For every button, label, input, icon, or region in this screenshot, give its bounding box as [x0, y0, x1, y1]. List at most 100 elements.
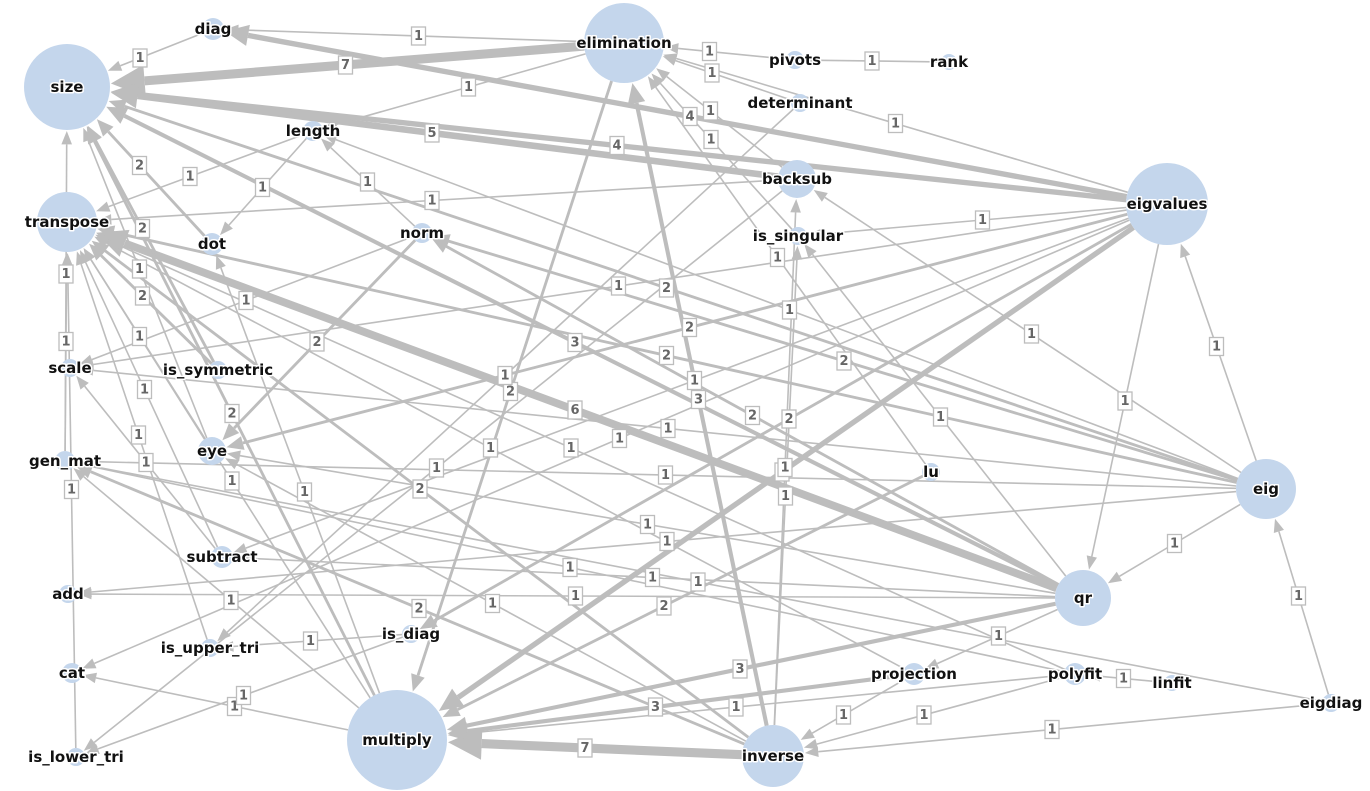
node-circle[interactable]: [209, 361, 227, 379]
node-label: rank: [930, 53, 969, 71]
node-circle[interactable]: [791, 94, 809, 112]
node-circle[interactable]: [347, 690, 447, 790]
node-circle[interactable]: [211, 546, 233, 568]
node-projection[interactable]: projection: [870, 663, 958, 685]
edge-weight-label: 1: [701, 41, 718, 62]
node-polyfit[interactable]: polyfit: [1046, 663, 1104, 685]
node-is_singular[interactable]: is_singular: [751, 226, 845, 247]
node-circle[interactable]: [402, 625, 420, 643]
node-circle[interactable]: [584, 3, 664, 83]
node-is_symmetric[interactable]: is_symmetric: [161, 360, 274, 381]
node-label: diag: [195, 20, 232, 38]
edge-line: [220, 267, 381, 694]
node-linfit[interactable]: linfit: [1151, 673, 1193, 694]
node-transpose[interactable]: transpose: [23, 192, 111, 252]
node-circle[interactable]: [198, 437, 226, 465]
node-determinant[interactable]: determinant: [746, 93, 854, 114]
edge-weight-box: [781, 300, 798, 320]
arrowhead: [323, 119, 338, 130]
arrowhead: [225, 458, 240, 470]
node-eigvalues[interactable]: eigvalues: [1125, 163, 1209, 245]
edge-eig-to-size: [108, 99, 1239, 481]
node-is_diag[interactable]: is_diag: [380, 624, 441, 645]
node-circle[interactable]: [201, 233, 223, 255]
edge-weight-box: [562, 557, 578, 578]
node-circle[interactable]: [201, 639, 219, 657]
node-circle[interactable]: [412, 223, 432, 243]
node-circle[interactable]: [1055, 570, 1111, 626]
edge-weight-box: [658, 278, 675, 298]
node-circle[interactable]: [37, 192, 97, 252]
node-circle[interactable]: [903, 663, 925, 685]
node-backsub[interactable]: backsub: [760, 160, 834, 198]
node-circle[interactable]: [303, 121, 323, 141]
arrowhead: [800, 728, 815, 740]
node-diag[interactable]: diag: [193, 18, 233, 40]
node-circle[interactable]: [786, 51, 804, 69]
node-circle[interactable]: [1126, 163, 1208, 245]
node-circle[interactable]: [742, 725, 804, 787]
edge-weight-text: 1: [363, 175, 372, 190]
node-label: projection: [871, 665, 957, 683]
node-eig[interactable]: eig: [1236, 459, 1296, 519]
node-eigdiag[interactable]: eigdiag: [1298, 693, 1364, 714]
arrowhead: [79, 359, 94, 370]
edge-eig-to-norm: [432, 234, 1238, 482]
arrowhead: [447, 728, 462, 739]
node-norm[interactable]: norm: [398, 223, 445, 244]
arrowhead: [804, 746, 819, 757]
edge-eigvalues-to-scale: [79, 209, 1127, 370]
edge-weight-text: 1: [978, 213, 987, 228]
node-size[interactable]: size: [24, 44, 110, 130]
node-pivots[interactable]: pivots: [767, 50, 822, 71]
node-circle[interactable]: [941, 54, 957, 70]
node-eye[interactable]: eye: [195, 437, 229, 465]
node-circle[interactable]: [1064, 663, 1086, 685]
node-circle[interactable]: [1322, 694, 1340, 712]
node-qr[interactable]: qr: [1055, 570, 1111, 626]
node-is_upper_tri[interactable]: is_upper_tri: [159, 638, 261, 659]
node-circle[interactable]: [1236, 459, 1296, 519]
edge-weight-label: 1: [58, 331, 74, 352]
node-dot[interactable]: dot: [196, 233, 228, 255]
edge-weight-label: 3: [690, 389, 707, 410]
node-circle[interactable]: [1164, 675, 1180, 691]
node-scale[interactable]: scale: [47, 358, 93, 379]
node-subtract[interactable]: subtract: [185, 546, 259, 568]
edge-weight-box: [134, 218, 151, 239]
edge-weight-text: 1: [1170, 537, 1179, 552]
edge-weight-box: [644, 567, 661, 588]
node-inverse[interactable]: inverse: [740, 725, 806, 787]
node-circle[interactable]: [24, 44, 110, 130]
node-is_lower_tri[interactable]: is_lower_tri: [27, 747, 126, 768]
node-elimination[interactable]: elimination: [575, 3, 673, 83]
node-circle[interactable]: [59, 585, 77, 603]
arrowhead: [83, 738, 98, 751]
edge-weight-text: 1: [226, 594, 235, 609]
edge-weight-label: 4: [609, 135, 625, 156]
edge-weight-text: 1: [134, 428, 143, 443]
node-circle[interactable]: [55, 451, 75, 471]
node-add[interactable]: add: [51, 584, 86, 605]
node-circle[interactable]: [202, 18, 224, 40]
edge-elimination-to-multiply: [411, 80, 613, 692]
edge-line: [107, 130, 206, 237]
edge-line: [461, 674, 1065, 735]
node-multiply[interactable]: multiply: [347, 690, 447, 790]
node-circle[interactable]: [61, 359, 79, 377]
node-cat[interactable]: cat: [57, 663, 86, 684]
node-circle[interactable]: [922, 463, 940, 481]
node-length[interactable]: length: [284, 121, 342, 142]
node-circle[interactable]: [778, 160, 816, 198]
node-rank[interactable]: rank: [928, 52, 970, 73]
node-gen_mat[interactable]: gen_mat: [27, 451, 102, 472]
node-circle[interactable]: [789, 227, 807, 245]
node-circle[interactable]: [67, 748, 85, 766]
edge-eigvalues-to-is_singular: [808, 206, 1127, 240]
node-label: is_singular: [753, 227, 844, 245]
node-circle[interactable]: [62, 663, 82, 683]
edge-weight-label: 7: [577, 738, 593, 758]
node-lu[interactable]: lu: [922, 462, 941, 483]
node-label: eigvalues: [1127, 195, 1208, 213]
edge-weight-label: 1: [769, 247, 786, 268]
